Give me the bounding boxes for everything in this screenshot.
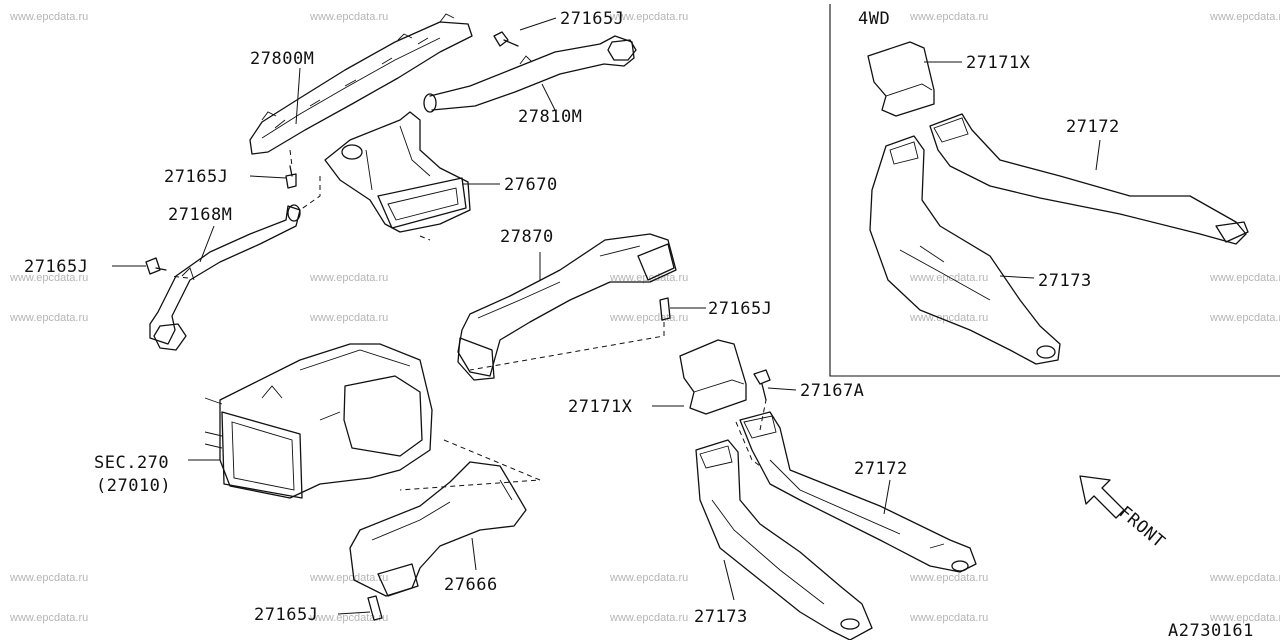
watermark-text: www.epcdata.ru [1209, 572, 1280, 584]
inset-label-27172: 27172 [1066, 117, 1120, 137]
label-27800m: 27800M [250, 49, 314, 69]
watermark-text: www.epcdata.ru [1209, 272, 1280, 284]
label-27670: 27670 [504, 175, 558, 195]
watermark-text: www.epcdata.ru [609, 312, 688, 324]
assembly-line-1 [169, 149, 767, 491]
part-27666[interactable] [349, 461, 527, 597]
label-27165j-left: 27165J [24, 257, 88, 277]
front-arrow-icon [1079, 475, 1125, 519]
watermark-text: www.epcdata.ru [1209, 612, 1280, 624]
label-27010: (27010) [96, 476, 171, 496]
label-27165j-center: 27165J [708, 299, 772, 319]
label-27810m: 27810M [518, 107, 582, 127]
part-27670[interactable] [324, 111, 471, 233]
inset-frame-4wd [829, 4, 1280, 377]
inset-title-4wd: 4WD [858, 9, 890, 29]
part-27171x[interactable] [679, 339, 747, 415]
watermark-text: www.epcdata.ru [9, 572, 88, 584]
watermark-text: www.epcdata.ru [609, 572, 688, 584]
clip-27165j-top[interactable] [493, 31, 519, 47]
watermark-text: www.epcdata.ru [909, 612, 988, 624]
inset-part-27172[interactable] [929, 113, 1249, 245]
watermark-text: www.epcdata.ru [1209, 312, 1280, 324]
watermark-text: www.epcdata.ru [309, 11, 388, 23]
label-27165j-mid: 27165J [164, 167, 228, 187]
watermark-text: www.epcdata.ru [909, 312, 988, 324]
watermark-text: www.epcdata.ru [309, 612, 388, 624]
heater-unit-sec270[interactable] [204, 343, 433, 499]
label-27168m: 27168M [168, 205, 232, 225]
watermark-layer: www.epcdata.ru www.epcdata.ru www.epcdata.… [9, 11, 1280, 624]
watermark-text: www.epcdata.ru [9, 272, 88, 284]
watermark-text: www.epcdata.ru [609, 11, 688, 23]
label-27172: 27172 [854, 459, 908, 479]
watermark-text: www.epcdata.ru [609, 272, 688, 284]
part-27800m[interactable] [249, 13, 473, 155]
clip-27165j-bottom[interactable] [367, 595, 383, 621]
watermark-text: www.epcdata.ru [1209, 11, 1280, 23]
inset-part-27171x[interactable] [867, 41, 935, 117]
part-27870[interactable] [457, 233, 677, 381]
watermark-text: www.epcdata.ru [609, 612, 688, 624]
watermark-text: www.epcdata.ru [309, 572, 388, 584]
part-27172[interactable] [739, 411, 977, 573]
label-27173: 27173 [694, 607, 748, 627]
label-27167a: 27167A [800, 381, 864, 401]
label-27165j-top: 27165J [560, 9, 624, 29]
inset-label-27171x: 27171X [966, 53, 1031, 73]
clip-27165j-mid[interactable] [285, 165, 297, 189]
label-sec270: SEC.270 [94, 453, 169, 473]
inset-part-27173[interactable] [869, 135, 1061, 365]
watermark-text: www.epcdata.ru [909, 11, 988, 23]
watermark-text: www.epcdata.ru [309, 312, 388, 324]
watermark-text: www.epcdata.ru [309, 272, 388, 284]
screw-27167a[interactable] [753, 369, 771, 401]
part-27810m[interactable] [423, 35, 637, 113]
watermark-text: www.epcdata.ru [9, 11, 88, 23]
label-27171x: 27171X [568, 397, 633, 417]
label-27666: 27666 [444, 575, 498, 595]
front-direction-label: FRONT [1115, 503, 1169, 553]
watermark-text: www.epcdata.ru [9, 312, 88, 324]
inset-label-27173: 27173 [1038, 271, 1092, 291]
watermark-text: www.epcdata.ru [909, 572, 988, 584]
diagram-code: A2730161 [1168, 621, 1254, 640]
clip-27165j-center[interactable] [659, 297, 671, 321]
watermark-text: www.epcdata.ru [9, 612, 88, 624]
part-27168m[interactable] [149, 204, 301, 351]
part-27173[interactable] [695, 439, 873, 640]
label-27165j-bottom: 27165J [254, 605, 318, 625]
watermark-text: www.epcdata.ru [909, 272, 988, 284]
clip-27165j-left[interactable] [145, 257, 167, 275]
label-27870: 27870 [500, 227, 554, 247]
leader-lines [112, 17, 1101, 615]
